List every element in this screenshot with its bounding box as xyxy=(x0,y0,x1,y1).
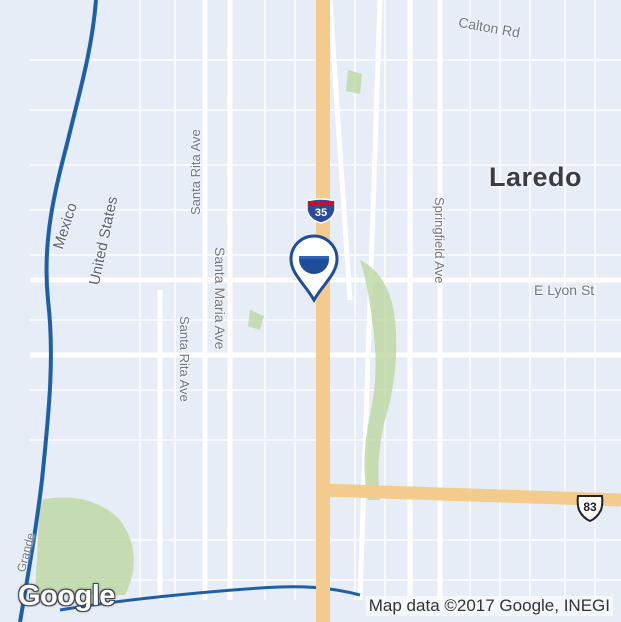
street-label-santa-rita-ave-south: Santa Rita Ave xyxy=(177,316,192,402)
interstate-shield-icon: 35 xyxy=(305,198,337,224)
us-83-highway xyxy=(321,483,621,507)
interstate-shield-number: 35 xyxy=(314,207,328,219)
map-pin-icon xyxy=(289,234,339,304)
map-attribution: Map data ©2017 Google, INEGI xyxy=(365,596,613,616)
street-label-santa-maria-ave: Santa Maria Ave xyxy=(212,247,228,350)
map-pin-marker[interactable] xyxy=(287,234,341,304)
street-label-e-lyon-st: E Lyon St xyxy=(534,282,595,298)
minor-streets xyxy=(30,0,621,600)
rio-grande-river xyxy=(18,0,98,622)
google-logo: Google xyxy=(18,580,115,612)
parks xyxy=(35,70,397,595)
city-label-laredo: Laredo xyxy=(489,162,583,192)
us-route-shield-number: 83 xyxy=(583,500,597,514)
street-label-springfield-ave: Springfield Ave xyxy=(432,197,447,284)
us-route-shield-icon: 83 xyxy=(575,494,605,523)
interstate-35 xyxy=(316,0,330,622)
street-label-santa-rita-ave-north: Santa Rita Ave xyxy=(188,129,203,215)
